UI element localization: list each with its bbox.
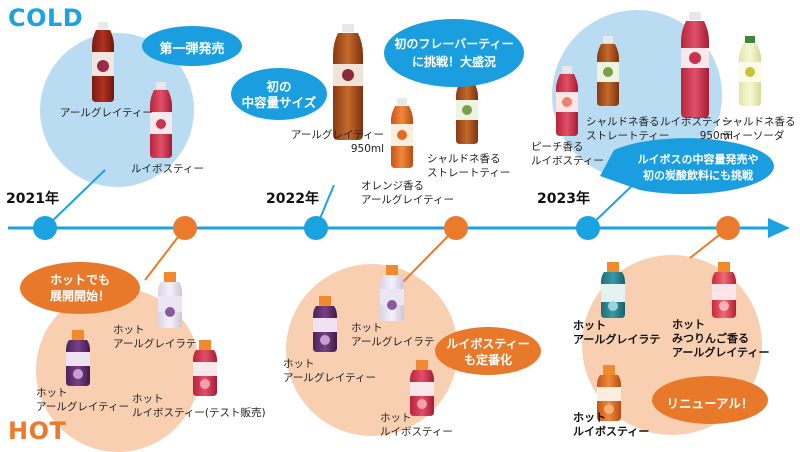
- label-cold-2023-rooibos950: ルイボスティー 950ml: [660, 116, 733, 142]
- callout-2022-mid-shape: [231, 68, 327, 120]
- hot-2021-circle: [36, 288, 200, 452]
- label-hot-2023-latte: ホット アールグレイラテ: [573, 319, 661, 346]
- label-hot-2023-apple: ホット みつりんご香る アールグレイティー: [672, 318, 770, 359]
- label-cold-2023-peach: ピーチ香る ルイボスティー: [531, 141, 604, 167]
- callout-hot-2023-shape: [652, 376, 768, 424]
- bottle-hot-earlgrey-2022: [313, 296, 337, 352]
- label-cold-2021-rooibos: ルイボスティー: [131, 163, 204, 175]
- cold-2023-circle: [552, 10, 722, 180]
- callout-hot-2022-text: ルイボスティー も定番化: [446, 337, 530, 367]
- dot-2023: [576, 216, 600, 240]
- hot-section-title: HOT: [8, 417, 67, 445]
- label-hot-2021-latte: ホット アールグレイラテ: [113, 324, 197, 350]
- bottle-orange-2022: [391, 98, 413, 168]
- callout-2022-flavor-shape: [384, 19, 524, 87]
- bottle-earlgrey-2021: [92, 22, 114, 102]
- bottle-chardonnay-2023: [597, 36, 619, 106]
- bottle-hot-rooibos-2022: [410, 360, 434, 416]
- callout-hot-2021-shape: [20, 262, 140, 314]
- callout-2022-flavor-text: 初のフレーバーティー に挑戦！大盛況: [394, 37, 514, 69]
- label-hot-2022-latte: ホット アールグレイラテ: [351, 322, 435, 348]
- dot-2022: [304, 216, 328, 240]
- timeline-arrowhead: [768, 218, 790, 238]
- label-hot-2021-earlgrey: ホット アールグレイティー: [36, 387, 130, 413]
- label-hot-2023-rooibos: ホット ルイボスティー: [573, 411, 650, 438]
- cold-section-title: COLD: [8, 4, 84, 32]
- bottle-rooibos-950-2023: [681, 12, 709, 118]
- callout-hot-2022-shape: [435, 327, 541, 375]
- year-2023: 2023年: [537, 191, 590, 207]
- label-hot-2022-rooibos: ホット ルイボスティー: [380, 412, 453, 438]
- bottle-earlgrey-950-2022: [333, 24, 363, 140]
- callout-2021-shape: [142, 26, 242, 66]
- bottle-hot-latte-2022: [380, 265, 404, 321]
- label-cold-2022-chardonnay: シャルドネ香る ストレートティー: [427, 153, 511, 179]
- dot-hot-2023: [716, 216, 740, 240]
- bottle-hot-apple-2023: [712, 262, 736, 318]
- callout-2021-text: 第一弾発売: [159, 42, 225, 57]
- label-hot-2021-rooibos: ホット ルイボスティー(テスト販売): [132, 393, 266, 419]
- bottle-hot-rooibos-2021: [193, 340, 217, 396]
- bottle-rooibos-2021: [150, 82, 172, 158]
- bottle-hot-latte-2021: [158, 272, 182, 328]
- label-cold-2021-earlgrey: アールグレイティー: [60, 107, 154, 119]
- bottle-hot-earlgrey-2021: [66, 330, 90, 386]
- year-2021: 2021年: [6, 191, 59, 207]
- label-cold-2022-earlgrey: アールグレイティー 950ml: [291, 129, 385, 155]
- dot-hot-2021: [173, 216, 197, 240]
- dot-hot-2022: [444, 216, 468, 240]
- label-cold-2023-soda: シャルドネ香る ティーソーダ: [722, 116, 796, 142]
- callout-2023-shape: [600, 138, 774, 195]
- callout-hot-2021-text: ホットでも 展開開始！: [49, 273, 110, 303]
- label-hot-2022-earlgrey: ホット アールグレイティー: [283, 358, 377, 384]
- bottle-hot-latte-2023: [601, 262, 625, 318]
- callout-2023-text: ルイボスの中容量発売や 初の炭酸飲料にも挑戦: [637, 153, 759, 182]
- callout-2022-mid-text: 初の 中容量サイズ: [241, 79, 317, 110]
- year-2022: 2022年: [266, 191, 319, 207]
- callout-hot-2023-text: リニューアル！: [666, 396, 754, 411]
- bottle-peach-2023: [556, 66, 578, 136]
- label-cold-2023-chardonnay: シャルドネ香る ストレートティー: [586, 116, 670, 142]
- label-cold-2022-orange: オレンジ香る アールグレイティー: [361, 180, 455, 206]
- bottle-hot-rooibos-2023: [597, 365, 621, 421]
- dot-2021: [33, 216, 57, 240]
- bottle-teasoda-2023: [739, 36, 761, 106]
